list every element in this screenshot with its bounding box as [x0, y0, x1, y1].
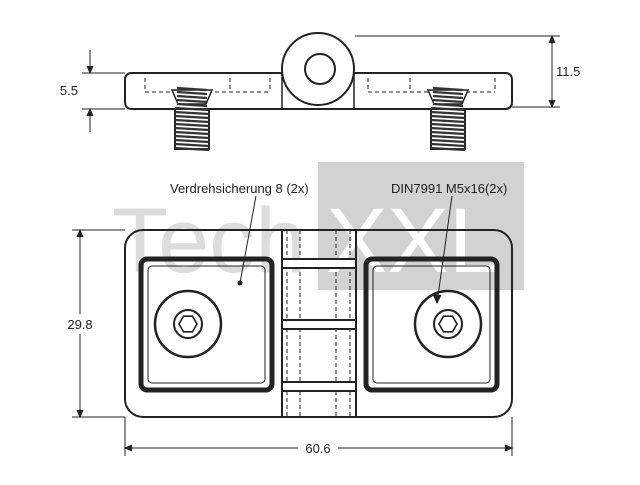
thread-line — [176, 102, 208, 108]
dim-width-bg — [298, 440, 338, 456]
thread-line — [174, 118, 210, 124]
top-screw-left — [153, 289, 223, 359]
thread-line — [432, 94, 464, 100]
thread-line — [174, 122, 210, 128]
side-dimensions — [82, 34, 560, 132]
thread-line — [432, 90, 464, 96]
right-recess — [363, 256, 500, 393]
side-hinge-pin — [304, 53, 336, 85]
thread-line — [430, 138, 466, 144]
thread-line — [432, 86, 464, 92]
dim-height-bg — [60, 314, 100, 334]
thread-line — [430, 134, 466, 140]
label-screw: DIN7991 M5x16(2x) — [391, 181, 507, 196]
thread-line — [174, 126, 210, 132]
thread-line — [430, 146, 466, 152]
top-hinge — [281, 230, 357, 417]
thread-line — [174, 114, 210, 120]
dim-plate-height: 5.5 — [60, 83, 78, 98]
thread-line — [174, 138, 210, 144]
thread-line — [176, 90, 208, 96]
thread-line — [174, 142, 210, 148]
thread-line — [430, 118, 466, 124]
thread-line — [430, 114, 466, 120]
thread-line — [174, 130, 210, 136]
dim-top-height: 29.8 — [67, 317, 92, 332]
thread-line — [430, 130, 466, 136]
thread-line — [430, 142, 466, 148]
thread-line — [432, 98, 464, 104]
thread-line — [176, 86, 208, 92]
thread-line — [174, 110, 210, 116]
thread-line — [430, 126, 466, 132]
watermark-text-right: XXL — [326, 190, 500, 292]
thread-line — [176, 98, 208, 104]
label-anti-rotation: Verdrehsicherung 8 (2x) — [170, 181, 309, 196]
left-recess — [138, 256, 275, 393]
top-view — [124, 229, 513, 418]
thread-line — [174, 106, 210, 112]
dim-total-height: 11.5 — [556, 64, 580, 79]
thread-line — [430, 110, 466, 116]
thread-line — [430, 106, 466, 112]
top-plate — [124, 229, 513, 418]
dim-top-width: 60.6 — [305, 441, 330, 456]
thread-line — [174, 134, 210, 140]
thread-line — [176, 94, 208, 100]
screw-threads — [174, 86, 466, 152]
watermark: Tech XXL — [112, 162, 524, 292]
thread-line — [432, 102, 464, 108]
thread-line — [430, 122, 466, 128]
thread-line — [174, 146, 210, 152]
top-screw-right — [413, 289, 483, 359]
leader-lines — [239, 195, 453, 305]
